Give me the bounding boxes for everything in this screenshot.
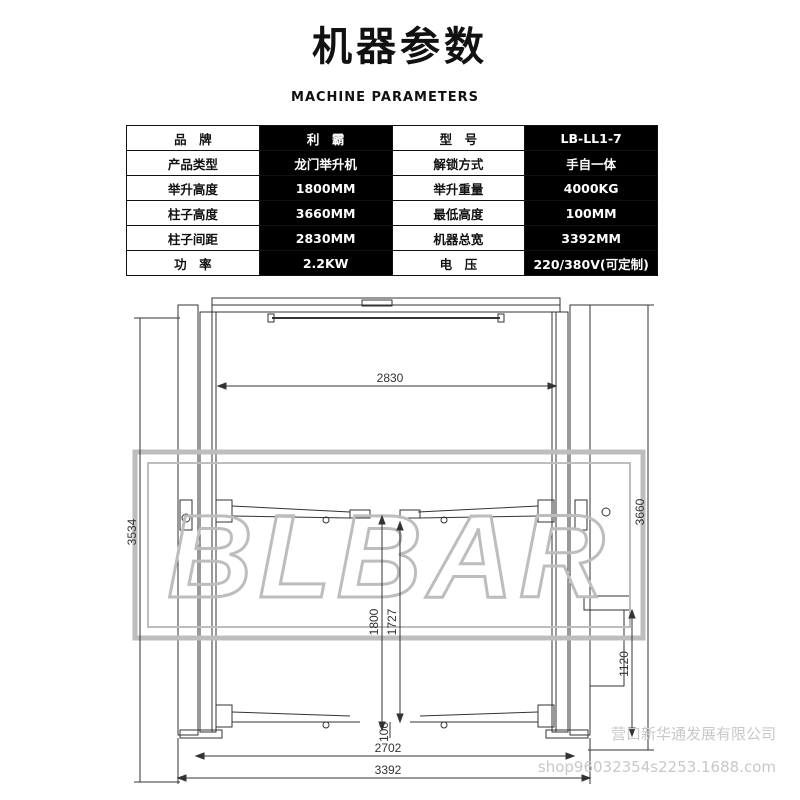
param-label: 型 号 [391, 125, 526, 151]
param-value: 龙门举升机 [258, 150, 393, 176]
watermark-shop: shop96032354s2253.1688.com [537, 758, 776, 776]
param-label: 机器总宽 [391, 225, 526, 251]
motor-unit [589, 609, 625, 687]
param-value: 100MM [524, 200, 658, 226]
param-label: 柱子高度 [126, 200, 260, 226]
param-value: 4000KG [524, 175, 658, 201]
top-switch [361, 299, 393, 307]
right-outer-column [569, 304, 591, 736]
param-label: 举升重量 [391, 175, 526, 201]
param-value: 利 霸 [258, 125, 393, 151]
dim-column-spacing: 2830 [377, 371, 404, 385]
param-label: 最低高度 [391, 200, 526, 226]
param-label: 产品类型 [126, 150, 260, 176]
param-value: LB-LL1-7 [524, 125, 658, 151]
parameters-table: 品 牌 利 霸 型 号 LB-LL1-7 产品类型 龙门举升机 解锁方式 手自一… [126, 125, 658, 276]
page-subtitle: MACHINE PARAMETERS [291, 90, 479, 105]
dim-1727: 1727 [385, 608, 399, 635]
dim-total-height: 3534 [125, 518, 139, 545]
param-value: 手自一体 [524, 150, 658, 176]
table-row: 柱子间距 2830MM 机器总宽 3392MM [126, 225, 658, 251]
param-label: 举升高度 [126, 175, 260, 201]
watermark-company: 营口新华通发展有限公司 [610, 725, 776, 743]
lowered-arms-right [410, 704, 555, 729]
param-value: 1800MM [258, 175, 393, 201]
table-row: 功 率 2.2KW 电 压 220/380V(可定制) [126, 250, 658, 276]
param-label: 柱子间距 [126, 225, 260, 251]
param-value: 2.2KW [258, 250, 393, 276]
raised-arms-right [399, 499, 611, 531]
param-label: 功 率 [126, 250, 260, 276]
dim-min-height: 100 [377, 722, 391, 742]
lift-technical-drawing: BLBAR 2830 3534 3660 [125, 297, 654, 784]
page-title: 机器参数 [312, 24, 488, 70]
param-value: 220/380V(可定制) [524, 250, 658, 276]
left-outer-column [177, 304, 199, 736]
param-value: 3392MM [524, 225, 658, 251]
watermark-logo-text: BLBAR [168, 491, 611, 623]
param-label: 电 压 [391, 250, 526, 276]
dim-lift-height: 1800 [367, 608, 381, 635]
table-row: 柱子高度 3660MM 最低高度 100MM [126, 200, 658, 226]
dim-motor-height: 1120 [617, 651, 631, 677]
dim-column-height: 3660 [633, 498, 647, 525]
param-value: 3660MM [258, 200, 393, 226]
dim-total-width: 3392 [375, 763, 402, 777]
raised-arms-left [179, 499, 371, 531]
lowered-arms-left [215, 704, 360, 729]
table-row: 品 牌 利 霸 型 号 LB-LL1-7 [126, 125, 658, 151]
watermark-logo: BLBAR [132, 449, 646, 641]
param-label: 品 牌 [126, 125, 260, 151]
dim-base-width: 2702 [375, 741, 402, 755]
param-value: 2830MM [258, 225, 393, 251]
table-row: 举升高度 1800MM 举升重量 4000KG [126, 175, 658, 201]
table-row: 产品类型 龙门举升机 解锁方式 手自一体 [126, 150, 658, 176]
param-label: 解锁方式 [391, 150, 526, 176]
